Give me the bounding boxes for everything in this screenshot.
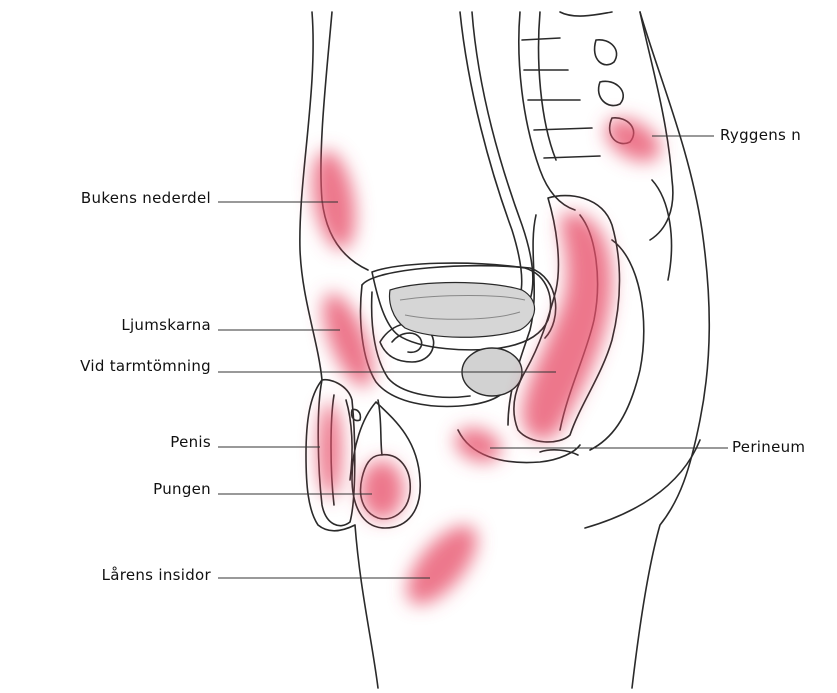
bladder-fill xyxy=(390,283,535,338)
pain-zone-scrotum xyxy=(360,460,404,520)
pain-zone-back xyxy=(598,109,668,170)
pain-zone-lower-abdomen xyxy=(306,147,363,252)
label-bukens-nederdel: Bukens nederdel xyxy=(81,189,211,207)
label-ryggens: Ryggens n xyxy=(720,126,801,144)
label-vid-tarmtomning: Vid tarmtömning xyxy=(80,357,211,375)
label-pungen: Pungen xyxy=(153,480,211,498)
label-ljumskarna: Ljumskarna xyxy=(121,316,211,334)
label-perineum: Perineum xyxy=(732,438,805,456)
pain-zone-penis xyxy=(318,402,342,498)
spine-outline xyxy=(519,12,575,210)
pain-zone-rectum xyxy=(522,213,612,440)
label-penis: Penis xyxy=(170,433,211,451)
label-larens-insidor: Lårens insidor xyxy=(102,566,211,584)
pain-zone-perineum xyxy=(450,422,506,468)
pain-zone-inner-thigh xyxy=(394,514,489,616)
